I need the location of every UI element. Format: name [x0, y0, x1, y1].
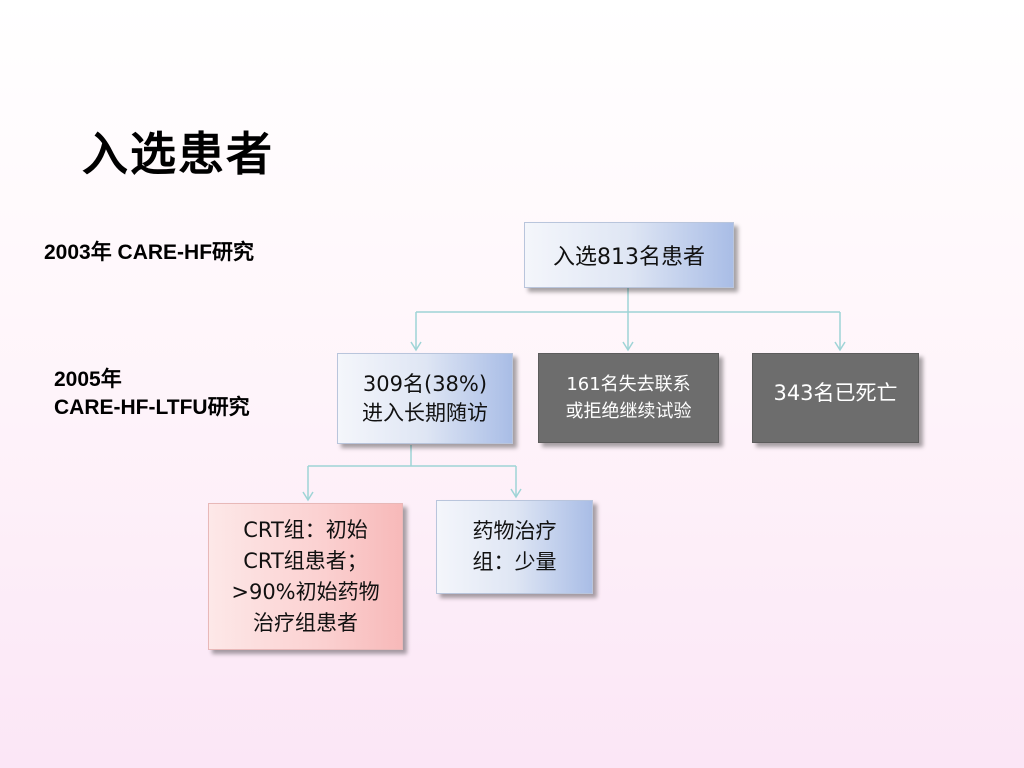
study-2005-name-label: CARE-HF-LTFU研究 [54, 396, 250, 419]
drug-text-line1: 药物治疗 [472, 519, 557, 543]
followup-text-line2: 进入长期随访 [362, 400, 488, 425]
lost-box: 161名失去联系 或拒绝继续试验 [538, 353, 719, 443]
page-title: 入选患者 [82, 127, 274, 181]
followup-box: 309名(38%) 进入长期随访 [337, 353, 513, 444]
enrolled-box: 入选813名患者 [524, 222, 734, 288]
arrowhead-drug [510, 488, 522, 499]
crt-text-line2: CRT组患者； [243, 548, 368, 573]
arrowhead-lost [622, 341, 634, 352]
study-2005-year-label: 2005年 [54, 368, 122, 391]
drug-group-box: 药物治疗 组：少量 [436, 500, 593, 594]
enrolled-text: 入选813名患者 [553, 245, 705, 270]
crt-group-box: CRT组：初始 CRT组患者； >90%初始药物 治疗组患者 [208, 503, 403, 650]
study-2003-label: 2003年 CARE-HF研究 [44, 241, 255, 264]
arrowhead-followup [410, 341, 422, 352]
drug-text-line2: 组：少量 [472, 550, 557, 574]
arrowhead-crt [302, 491, 314, 502]
dead-box: 343名已死亡 [752, 353, 919, 443]
dead-text: 343名已死亡 [773, 381, 898, 405]
followup-text-line1: 309名(38%) [362, 371, 488, 396]
crt-text-line1: CRT组：初始 [243, 517, 368, 542]
crt-text-line4: 治疗组患者 [253, 610, 358, 635]
lost-text-line2: 或拒绝继续试验 [565, 401, 692, 422]
crt-text-line3: >90%初始药物 [231, 579, 380, 604]
arrowhead-dead [834, 341, 846, 352]
lost-text-line1: 161名失去联系 [566, 374, 691, 395]
